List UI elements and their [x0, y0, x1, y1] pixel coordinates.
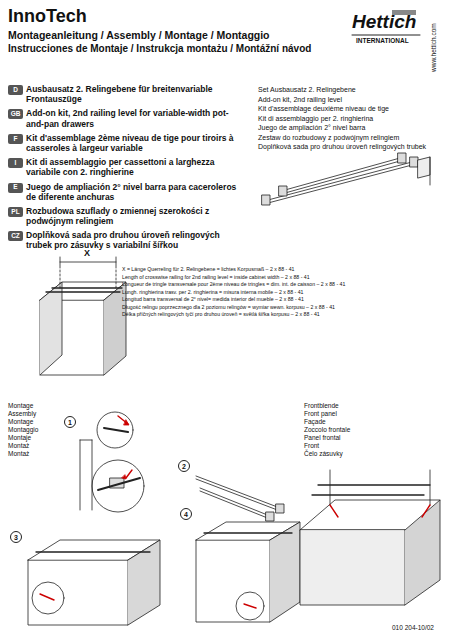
step-number: 2 [178, 460, 190, 472]
subtitle: Instrucciones de Montaje / Instrukcja mo… [8, 43, 311, 55]
subtitle: Montageanleitung / Assembly / Montage / … [8, 29, 270, 42]
language-description: Kit d'assemblage 2ème niveau de tige pou… [26, 133, 241, 153]
step-heading: Montaggio [8, 426, 38, 434]
callout-number: 2 [182, 463, 186, 470]
language-description: Doplňková sada pro druhou úroveň relingo… [26, 230, 241, 250]
language-badge: I [8, 158, 23, 168]
part-name: Panel frontal [304, 434, 341, 442]
part-number: 010 204-10/02 [392, 624, 434, 632]
dimension-formula: Longitud barra transversal de 2° nivel= … [122, 296, 304, 302]
dimension-formula: Longueur de tringle transversale pour 2è… [122, 281, 345, 287]
railing-set [262, 153, 430, 205]
language-code: I [15, 160, 17, 167]
step-heading: Montage [8, 418, 33, 426]
set-description: Add-on kit, 2nd railing level [258, 96, 342, 104]
set-description: Juego de ampliación 2° nivel barra [258, 124, 365, 132]
language-badge: F [8, 134, 23, 144]
part-name: Façade [304, 418, 326, 426]
set-description: Kit d'assemblage deuxième niveau de tige [258, 105, 389, 113]
language-badge: D [8, 85, 23, 95]
step-heading: Montage [8, 402, 33, 410]
step-1-drawing [80, 412, 144, 512]
language-code: GB [11, 111, 21, 118]
set-description: Doplňková sada pro druhou úroveň relingo… [258, 143, 426, 151]
logo-text: Hettich [352, 11, 416, 34]
set-description: Kit di assemblaggio per 2. ringhierina [258, 115, 373, 123]
language-code: E [13, 184, 17, 191]
step-number: 3 [10, 531, 22, 543]
step-3-drawing [28, 540, 160, 625]
logo-subtext: INTERNATIONAL [356, 37, 409, 45]
language-code: F [14, 136, 18, 143]
part-name: Front panel [304, 410, 337, 418]
dimension-formula: X = Länge Querreling für 2. Relingebene … [122, 266, 294, 272]
part-name: Frontblende [304, 402, 339, 410]
step-number: 1 [64, 416, 76, 428]
language-badge: CZ [8, 231, 23, 241]
callout-number: 1 [68, 419, 72, 426]
dimension-formula: Długość relingu poprzecznego dla 2 pozio… [122, 304, 335, 310]
step-number: 4 [180, 508, 192, 520]
step-heading: Montaje [8, 434, 31, 442]
step-2-drawing [196, 476, 284, 521]
logo-rule [352, 35, 420, 36]
part-name: Front [304, 442, 319, 450]
language-badge: GB [8, 109, 23, 119]
dimension-formula: Length of crosswise railing for 2nd rail… [122, 274, 310, 280]
dimension-formula: Délka příčných relingových tyčí pro druh… [122, 311, 320, 317]
callout-number: 3 [14, 534, 18, 541]
language-description: Ausbausatz 2. Relingebene für breitenvar… [26, 84, 241, 104]
set-description: Zestaw do rozbudowy z podwójnym relingie… [258, 134, 399, 142]
language-description: Juego de ampliación 2° nivel barra para … [26, 182, 241, 202]
language-description: Rozbudowa szuflady o zmiennej szerokości… [26, 206, 241, 226]
step-heading: Montaż [8, 442, 29, 450]
language-code: D [13, 87, 18, 94]
callout-number: 4 [184, 511, 188, 518]
title: InnoTech [8, 6, 87, 28]
part-name: Čelo zásuvky [304, 450, 343, 458]
step-heading: Assembly [8, 410, 36, 418]
language-badge: PL [8, 207, 23, 217]
step-4-drawing [196, 522, 300, 622]
front-panel-drawing [300, 470, 440, 605]
part-name: Zoccolo frontale [304, 426, 350, 434]
language-code: PL [11, 209, 19, 216]
language-code: CZ [11, 233, 20, 240]
language-description: Add-on kit, 2nd railing level for variab… [26, 108, 241, 128]
language-badge: E [8, 183, 23, 193]
dimension-label: X [84, 248, 90, 259]
dimension-formula: Lungh. ringhierina trasv. per 2. ringhie… [122, 289, 303, 295]
cabinet-drawing [40, 257, 126, 375]
step-heading: Montaż [8, 450, 29, 458]
website: www.hettich.com [430, 23, 438, 72]
set-description: Set Ausbausatz 2. Relingebene [258, 86, 356, 94]
language-description: Kit di assemblaggio per cassettoni a lar… [26, 157, 241, 177]
